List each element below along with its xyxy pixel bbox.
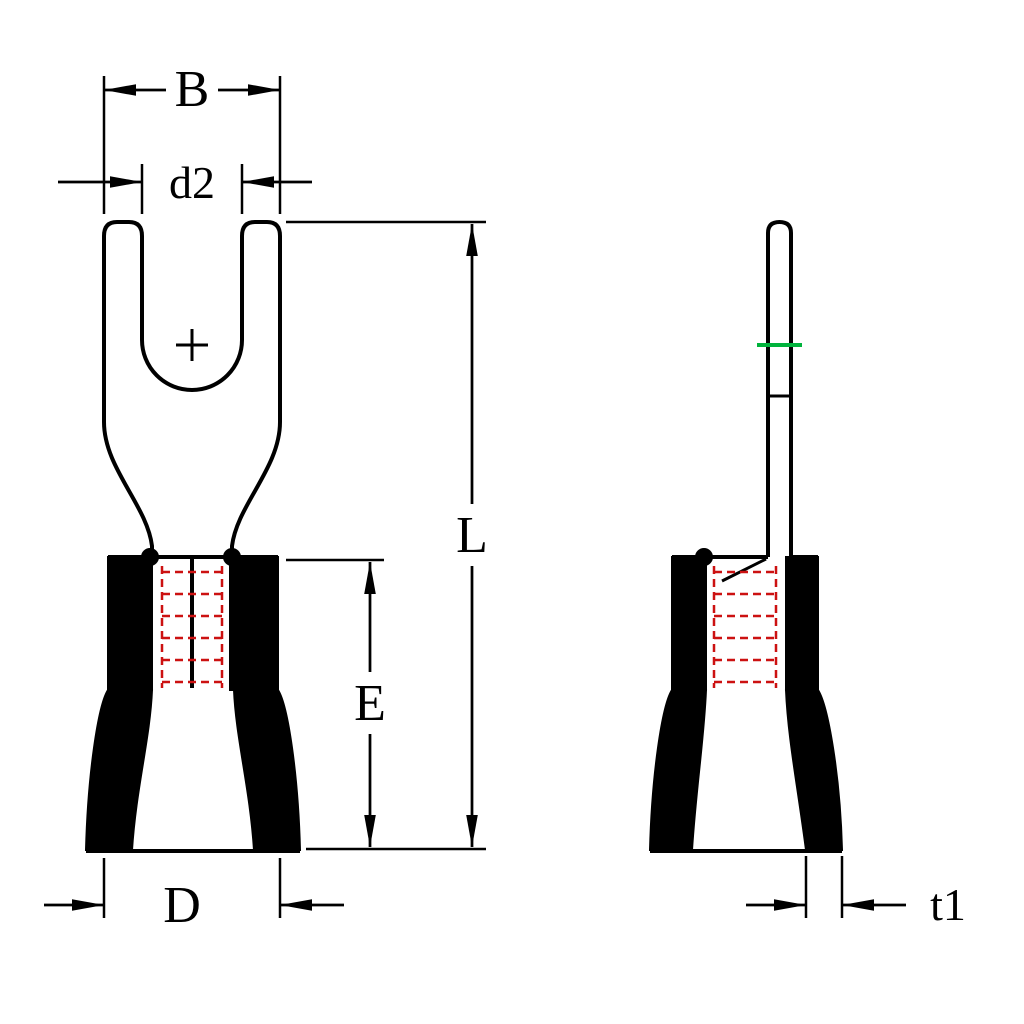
dim-label-D: D [163,877,201,934]
insulation-barrel-side [671,548,819,691]
wire-strands-hatch-side [712,566,778,688]
dimension-d2: d2 [58,157,312,214]
dim-label-L: L [456,507,488,564]
dim-label-B: B [175,61,210,118]
dimension-D: D [44,858,344,934]
dimension-t1: t1 [746,856,966,930]
dim-label-t1: t1 [930,879,966,930]
center-mark-icon [176,329,208,361]
fork-tongue-outline [102,220,282,557]
dimensions: B d2 L E [44,61,966,934]
insulation-sleeve-side [648,689,844,853]
front-view [84,220,302,853]
side-view [648,219,844,853]
dimension-B: B [102,61,282,214]
dim-label-E: E [354,675,386,732]
dim-label-d2: d2 [169,157,215,208]
tongue-bend-line [721,557,767,583]
dimension-E: E [286,558,386,847]
insulation-barrel-front [107,548,279,691]
tongue-side-outline [766,219,793,557]
dimension-L: L [286,220,488,851]
wire-strands-hatch-front [160,566,224,688]
insulation-sleeve-front [84,689,302,853]
